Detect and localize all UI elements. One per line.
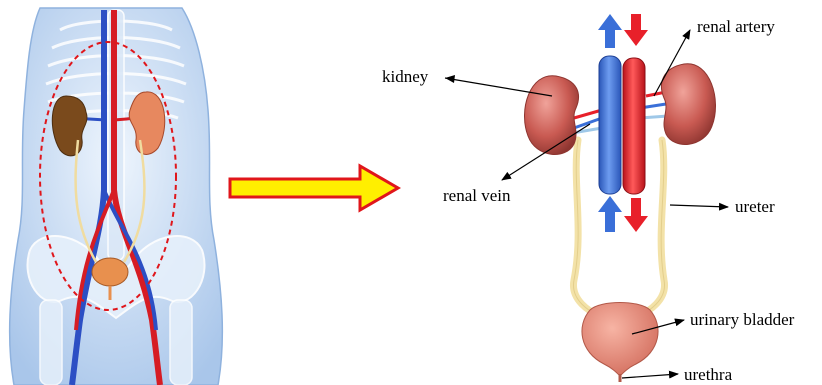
transition-arrow [230, 166, 398, 210]
vena-cava [599, 56, 621, 194]
urethra-label: urethra [684, 365, 733, 384]
urinary-schematic [524, 14, 715, 382]
vein-flow-up-arrow-top [598, 14, 622, 48]
right-kidney [661, 64, 715, 145]
urethra-leader [622, 374, 678, 378]
renal-vein-label: renal vein [443, 186, 511, 205]
body-illustration [10, 8, 223, 385]
urinary-bladder-label: urinary bladder [690, 310, 795, 329]
kidney-label: kidney [382, 67, 429, 86]
left-ureter [573, 140, 600, 316]
renal-artery-label: renal artery [697, 17, 775, 36]
artery-flow-down-arrow-top [624, 14, 648, 46]
ureter-leader [670, 205, 728, 207]
vein-flow-up-arrow-bottom [598, 196, 622, 232]
body-bladder [92, 258, 128, 286]
artery-flow-down-arrow-bottom [624, 198, 648, 232]
urinary-bladder [582, 303, 658, 377]
aorta [623, 58, 645, 194]
left-kidney [524, 76, 578, 155]
ureter-label: ureter [735, 197, 775, 216]
